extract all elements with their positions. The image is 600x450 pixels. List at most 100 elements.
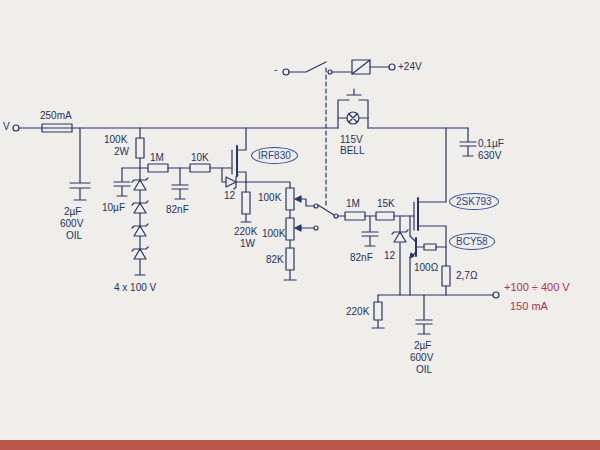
component-value: 4 x 100 V xyxy=(114,282,156,293)
terminal xyxy=(493,292,499,298)
wire xyxy=(241,182,251,222)
mosfet-gate xyxy=(231,150,232,174)
zener-symbol xyxy=(394,232,406,242)
output-rail xyxy=(378,294,493,295)
mechanical-link xyxy=(325,68,326,208)
relay-coil xyxy=(352,60,370,74)
switch-blade xyxy=(318,205,334,215)
terminal xyxy=(13,125,19,131)
component-value: 2µF xyxy=(414,340,431,351)
part-number: 2SK793 xyxy=(449,193,499,210)
bell-lamp xyxy=(347,112,359,124)
wire xyxy=(370,66,389,67)
capacitor-symbol xyxy=(416,295,432,334)
component-value: 10K xyxy=(191,152,209,163)
component-value: 600V xyxy=(60,218,83,229)
terminal-label: V xyxy=(3,121,10,132)
switch-contact xyxy=(328,70,332,74)
resistor-symbol xyxy=(442,266,450,286)
zener-symbol xyxy=(132,201,148,205)
wire xyxy=(410,216,446,295)
mosfet-gate xyxy=(413,202,414,230)
fuse-rating: 250mA xyxy=(40,110,72,121)
resistor-symbol xyxy=(376,212,394,220)
wire xyxy=(399,216,400,295)
component-value: 100Ω xyxy=(414,262,438,273)
zener-symbol xyxy=(134,249,146,259)
potentiometer-symbol xyxy=(286,218,294,240)
component-value: 12 xyxy=(384,250,395,261)
switch-contact xyxy=(314,204,318,208)
wire xyxy=(139,128,140,168)
resistor-symbol xyxy=(286,248,294,270)
component-value: 82nF xyxy=(166,204,189,215)
bell-lamp xyxy=(349,114,357,122)
component-value: 10µF xyxy=(102,202,125,213)
capacitor-symbol xyxy=(460,128,476,156)
output-rating: +100 ÷ 400 V xyxy=(504,281,570,293)
zener-symbol xyxy=(134,203,146,213)
component-value: 100K xyxy=(262,228,285,239)
component-value: 2µF xyxy=(64,206,81,217)
component-value: 1M xyxy=(150,152,164,163)
component-value: 12 xyxy=(224,190,235,201)
component-value: 1W xyxy=(240,238,255,249)
resistor-symbol xyxy=(374,302,382,320)
component-value: 82K xyxy=(266,254,284,265)
zener-symbol xyxy=(392,230,408,234)
component-value: 115V xyxy=(340,134,363,145)
capacitor-symbol xyxy=(172,168,188,199)
emitter-arrow xyxy=(410,253,414,258)
component-value: BELL xyxy=(340,145,364,156)
fuse-symbol xyxy=(42,124,72,132)
wire xyxy=(372,295,384,328)
terminal xyxy=(283,69,289,75)
resistor-symbol xyxy=(345,212,365,220)
component-value: 100K xyxy=(104,134,127,145)
component-value: 1M xyxy=(346,198,360,209)
wire xyxy=(122,167,232,168)
zener-symbol xyxy=(226,177,236,187)
component-value: 15K xyxy=(377,198,395,209)
wiper-arrow xyxy=(295,196,301,202)
component-value: 220K xyxy=(234,226,257,237)
resistor-symbol xyxy=(190,164,210,172)
table-edge xyxy=(0,440,600,450)
resistor-symbol xyxy=(136,138,144,158)
part-number: BCY58 xyxy=(449,233,495,250)
wire xyxy=(289,62,352,72)
zener-symbol xyxy=(134,180,146,190)
resistor-symbol xyxy=(242,192,250,214)
supply-label: +24V xyxy=(398,61,422,72)
zener-symbol xyxy=(234,175,238,189)
component-value: 0,1µF xyxy=(478,138,504,149)
terminal xyxy=(389,64,395,70)
relay-coil xyxy=(352,60,370,74)
wire xyxy=(237,128,246,182)
terminal-label: - xyxy=(274,64,277,75)
capacitor-symbol xyxy=(114,168,130,196)
capacitor-symbol xyxy=(362,216,378,246)
component-value: 2W xyxy=(114,146,129,157)
wiper-wire xyxy=(298,199,314,228)
resistor-symbol xyxy=(424,244,436,250)
pushbutton-symbol xyxy=(338,89,368,128)
switch-contact xyxy=(314,226,318,230)
component-value: 82nF xyxy=(350,252,373,263)
component-value: 100K xyxy=(258,192,281,203)
resistor-symbol xyxy=(148,164,168,172)
part-number: IRF830 xyxy=(251,147,298,164)
wiper-arrow xyxy=(295,225,301,231)
zener-symbol xyxy=(132,247,148,251)
supply-rail xyxy=(19,127,468,128)
zener-symbol xyxy=(134,226,146,236)
capacitor-symbol xyxy=(70,128,90,200)
output-rating: 150 mA xyxy=(510,300,548,312)
component-value: 600V xyxy=(410,352,433,363)
mosfet-channel xyxy=(417,198,419,230)
potentiometer-symbol xyxy=(286,188,294,210)
